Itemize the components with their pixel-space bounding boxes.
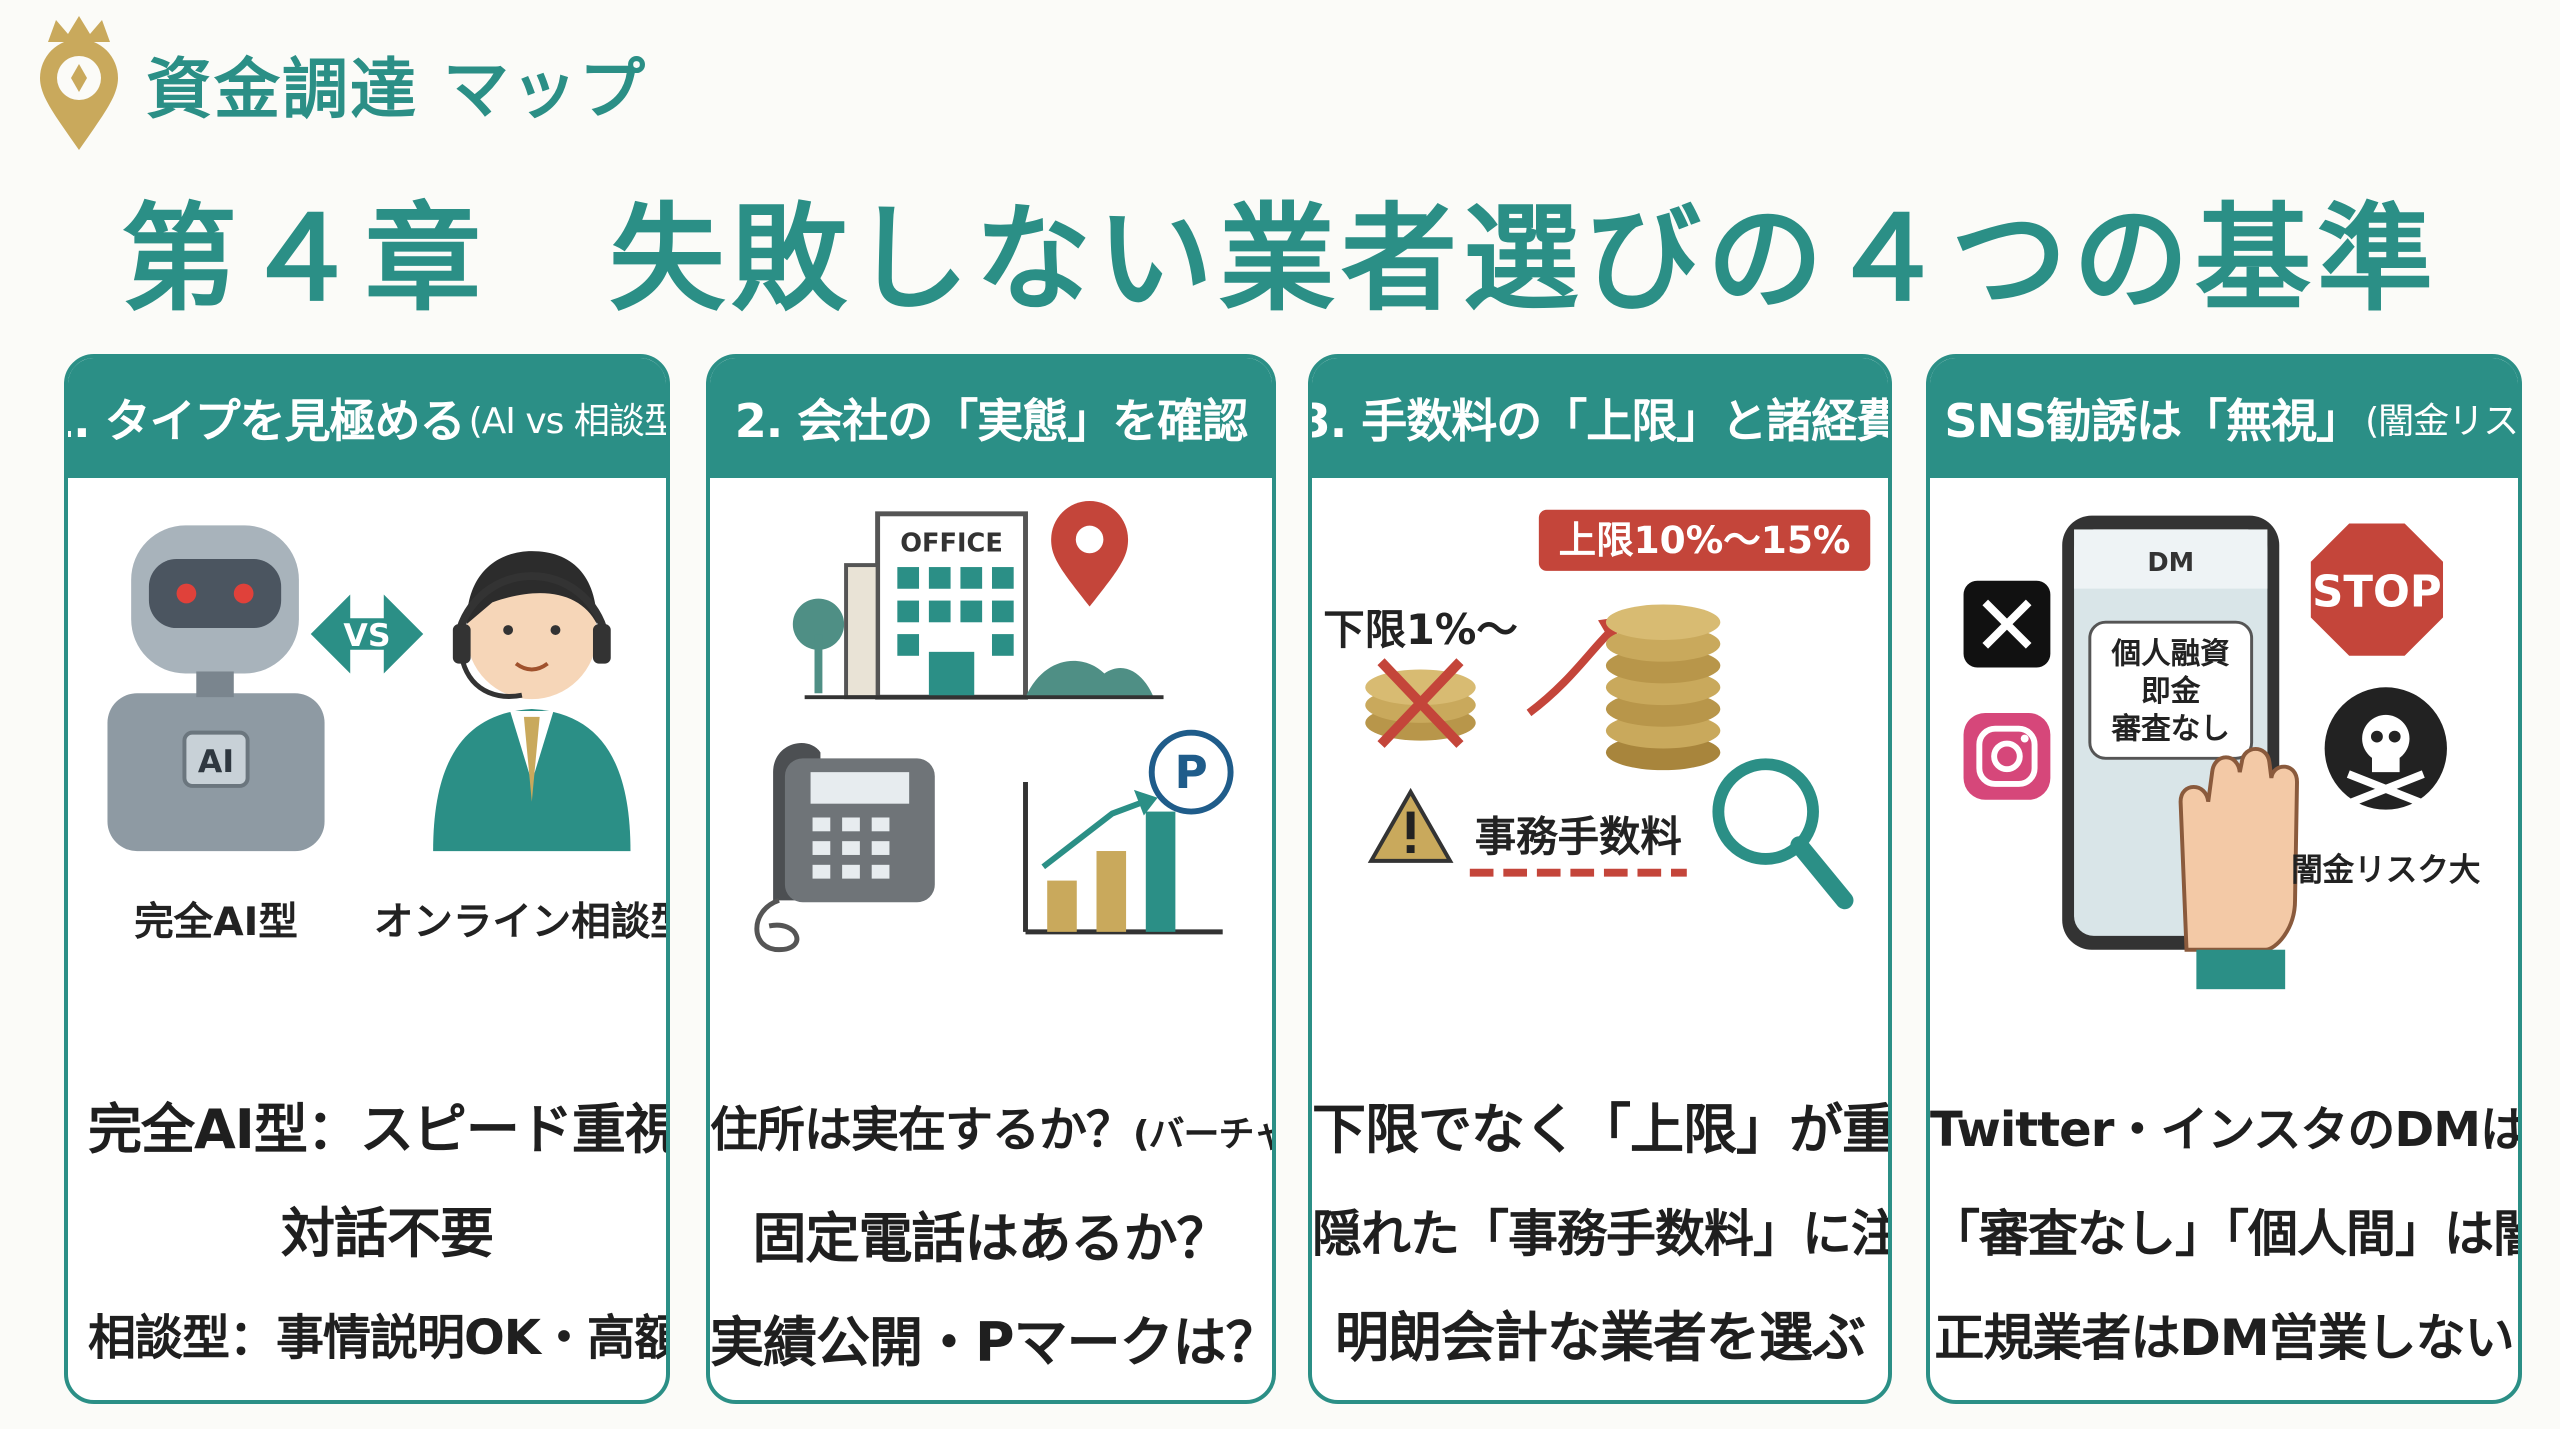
vs-arrow-icon: VS [310,594,424,674]
card-line: 対話不要 [281,1202,494,1265]
dm-message-line: 審査なし [2111,712,2230,746]
card-body: 住所は実在するか？(バーチャルNG) 固定電話はあるか？ 実績公開・Pマークは？ [710,1078,1272,1395]
upper-limit-badge: 上限10%～15% [1538,509,1871,571]
instagram-icon [1963,712,2051,800]
pmark-letter: P [1175,746,1208,799]
upper-limit-label: 上限10%～15% [1559,518,1851,562]
card-heading-text: 1. タイプを見極める [64,394,466,448]
stop-sign-icon: STOP [2306,519,2447,660]
card-line: 「審査なし」「個人間」は闇金 [1930,1205,2518,1263]
ai-badge: AI [198,744,234,780]
brand: 資金調達 マップ [34,14,647,154]
card-heading: 2. 会社の「実態」を確認 [710,358,1272,478]
criteria-card-type: 1. タイプを見極める (AI vs 相談型) AI VS [64,354,670,1404]
brand-name: 資金調達 マップ [146,51,647,128]
consult-type-label: オンライン相談型 [374,899,666,945]
stop-sign-label: STOP [2312,567,2442,617]
card-heading: 3. 手数料の「上限」と諸経費 [1312,358,1888,478]
vs-label: VS [343,618,390,654]
card-body: 完全AI型：スピード重視・ 対話不要 相談型：事情説明OK・高額希望 [68,1078,666,1390]
card-heading-text: 2. 会社の「実態」を確認 [734,394,1248,448]
desk-phone-icon [754,743,935,953]
card-line: 正規業者はDM営業しない [1934,1309,2514,1367]
card-line: 実績公開・Pマークは？ [710,1311,1276,1374]
illustration-fees: 上限10%～15% 下限1%～ [1312,482,1888,1082]
card-line: 下限でなく「上限」が重要 [1312,1098,1892,1161]
operator-headset-icon [433,551,631,852]
warning-icon [1367,787,1454,863]
illustration-company-check: OFFICE [710,482,1272,1082]
card-line-text: 住所は実在するか？ [710,1102,1134,1158]
illustration-ai-vs-human: AI VS 完全AI型 オン [68,482,666,1082]
risk-label: 闇金リスク大 [2291,852,2481,889]
card-line: 住所は実在するか？(バーチャルNG) [710,1078,1272,1187]
growth-chart-icon [1023,782,1223,935]
card-body: Twitter・インスタのDMは危険 「審査なし」「個人間」は闇金 正規業者はD… [1930,1078,2518,1390]
dm-message-line: 個人融資 [2111,637,2230,671]
magnifier-icon [1712,758,1854,910]
ai-type-label: 完全AI型 [134,899,298,945]
criteria-card-company: 2. 会社の「実態」を確認 OFFICE [706,354,1276,1404]
office-building-icon: OFFICE [792,511,1164,700]
skull-icon [2324,687,2447,810]
hand-stop-icon [2178,747,2299,990]
card-line: 完全AI型：スピード重視・ [88,1098,670,1161]
criteria-card-fees: 3. 手数料の「上限」と諸経費 上限10%～15% 下限1%～ [1308,354,1892,1404]
lower-limit-label: 下限1%～ [1323,606,1518,654]
criteria-card-sns: 4. SNS勧誘は「無視」 (闇金リスク) DM 個人融資 即金 [1926,354,2522,1404]
illustration-sns-warning: DM 個人融資 即金 審査なし STOP 闇金リスク大 [1930,482,2518,1082]
card-line: 明朗会計な業者を選ぶ [1335,1306,1866,1369]
card-line: 隠れた「事務手数料」に注意 [1312,1205,1892,1263]
page-title: 第４章 失敗しない業者選びの４つの基準 [121,192,2439,327]
card-heading-text: 3. 手数料の「上限」と諸経費 [1308,394,1892,448]
card-heading: 4. SNS勧誘は「無視」 (闇金リスク) [1930,358,2518,478]
crown-pin-logo-icon [40,16,118,150]
map-pin-icon [1051,501,1129,607]
dm-message-line: 即金 [2141,674,2201,708]
card-heading-sub: (闇金リスク) [2365,401,2519,442]
card-line: 相談型：事情説明OK・高額希望 [88,1310,666,1366]
card-body: 下限でなく「上限」が重要 隠れた「事務手数料」に注意 明朗会計な業者を選ぶ [1312,1078,1888,1390]
robot-icon: AI [107,525,325,852]
x-logo-icon [1963,580,2051,668]
dm-title: DM [2147,548,2194,578]
fee-label: 事務手数料 [1475,813,1682,861]
card-line: 固定電話はあるか？ [752,1207,1231,1270]
office-sign: OFFICE [900,528,1003,558]
p-mark-icon: P [1148,729,1234,815]
card-heading: 1. タイプを見極める (AI vs 相談型) [68,358,666,478]
card-heading-text: 4. SNS勧誘は「無視」 [1926,394,2362,448]
small-coins-icon [1365,658,1476,748]
card-heading-sub: (AI vs 相談型) [468,401,670,442]
smartphone-icon: DM 個人融資 即金 審査なし [2062,515,2280,950]
coins-icon [1605,604,1721,771]
card-line: Twitter・インスタのDMは危険 [1930,1102,2518,1158]
card-line-sub: (バーチャルNG) [1133,1114,1272,1155]
